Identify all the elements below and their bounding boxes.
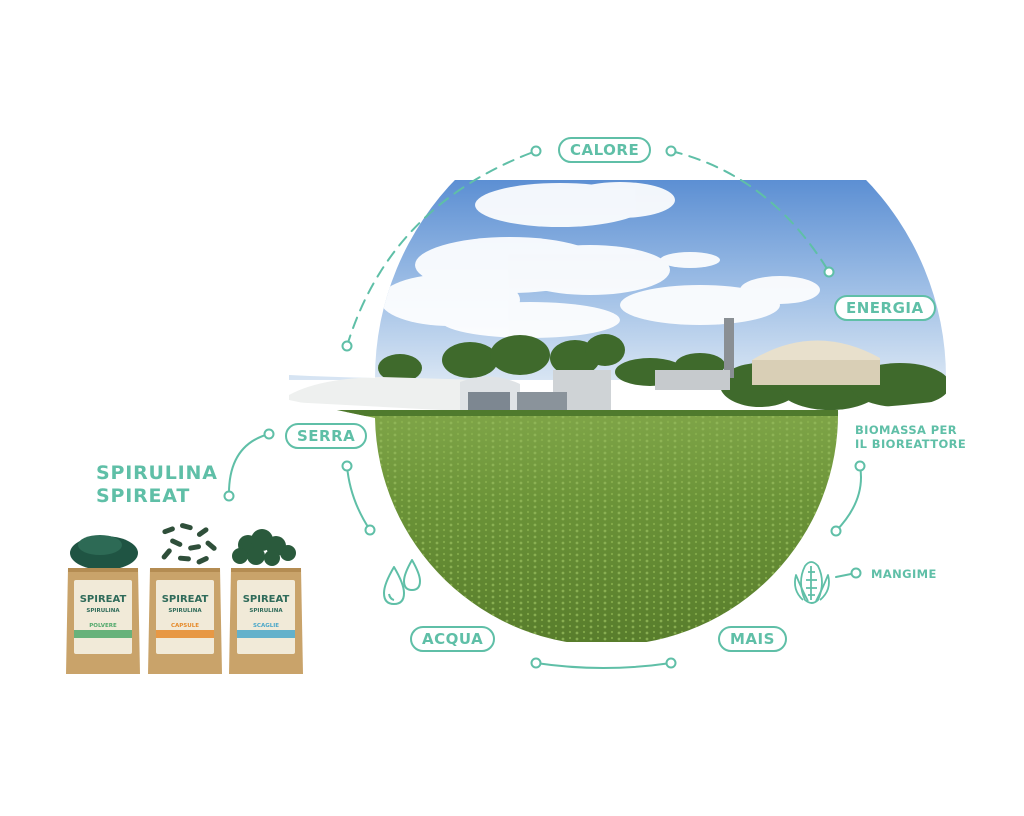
- cycle-arcs: [227, 150, 862, 669]
- bag-brand: SPIREAT: [80, 594, 127, 605]
- label-mais: MAIS: [718, 626, 787, 652]
- bag-brand: SPIREAT: [243, 594, 290, 605]
- bag-sub: SPIRULINA: [86, 608, 120, 614]
- bag-variant: SCAGLIE: [253, 623, 279, 629]
- label-biomassa-line2: IL BIOREATTORE: [855, 437, 967, 451]
- label-energia: ENERGIA: [834, 295, 936, 321]
- product-bag-capsule: [148, 568, 222, 674]
- title-line2: SPIREAT: [96, 485, 191, 507]
- water-drops-icon: [383, 559, 421, 605]
- label-acqua: ACQUA: [410, 626, 496, 652]
- spirulina-title: SPIRULINA SPIREAT: [96, 462, 218, 508]
- bag-sub: SPIRULINA: [168, 608, 202, 614]
- label-mangime: MANGIME: [871, 567, 937, 581]
- label-serra: SERRA: [285, 423, 368, 449]
- spirulina-flakes: [232, 529, 296, 566]
- corn-icon: [794, 561, 830, 604]
- label-biomassa-line1: BIOMASSA PER: [855, 423, 958, 437]
- label-calore: CALORE: [558, 137, 652, 163]
- connector-dots: [223, 145, 866, 669]
- product-bag-polvere: [66, 568, 140, 674]
- spirulina-capsules: [161, 523, 217, 565]
- bag-variant: CAPSULE: [171, 623, 199, 629]
- products-group: SPIREAT SPIRULINA POLVERE SPIREAT SPIRUL…: [66, 523, 303, 674]
- bag-sub: SPIRULINA: [249, 608, 283, 614]
- title-line1: SPIRULINA: [96, 462, 218, 484]
- label-biomassa: BIOMASSA PER IL BIOREATTORE: [855, 423, 966, 451]
- bag-variant: POLVERE: [89, 623, 117, 629]
- bag-brand: SPIREAT: [162, 594, 209, 605]
- product-bag-scaglie: [229, 568, 303, 674]
